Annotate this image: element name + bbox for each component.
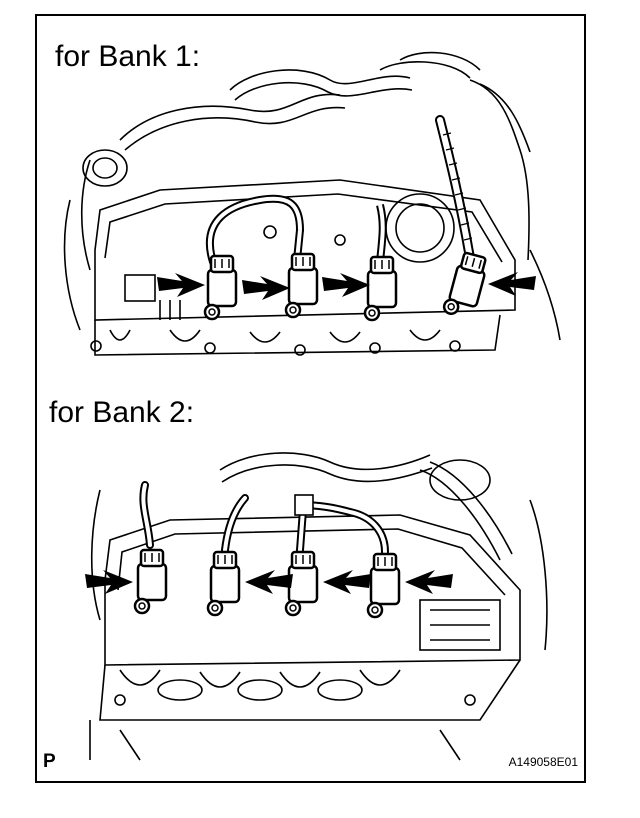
arrow-icon xyxy=(242,276,290,300)
bank2-coil-4 xyxy=(366,552,401,619)
bank1-coil-1 xyxy=(203,254,238,321)
bank1-label: for Bank 1: xyxy=(55,40,201,73)
arrow-icon xyxy=(488,272,536,296)
arrow-icon xyxy=(323,570,371,594)
arrow-icon xyxy=(245,570,293,594)
bank2-engine xyxy=(89,452,548,761)
figure-code: A149058E01 xyxy=(508,755,578,769)
arrow-icon xyxy=(322,273,370,297)
arrow-icon xyxy=(157,273,205,297)
bank1-engine xyxy=(63,51,561,356)
arrow-icon xyxy=(405,570,453,594)
diagram-frame: for Bank 1: for Bank 2: P A149058E01 xyxy=(35,14,586,783)
bank2-coil-2 xyxy=(206,550,241,617)
bank2-coil-1 xyxy=(133,548,168,615)
bank2-label: for Bank 2: xyxy=(49,396,195,429)
bank1-coil-3 xyxy=(363,255,398,322)
bank1-coil-4 xyxy=(441,249,491,321)
bank1-coil-2 xyxy=(284,252,319,319)
corner-mark: P xyxy=(43,751,56,772)
